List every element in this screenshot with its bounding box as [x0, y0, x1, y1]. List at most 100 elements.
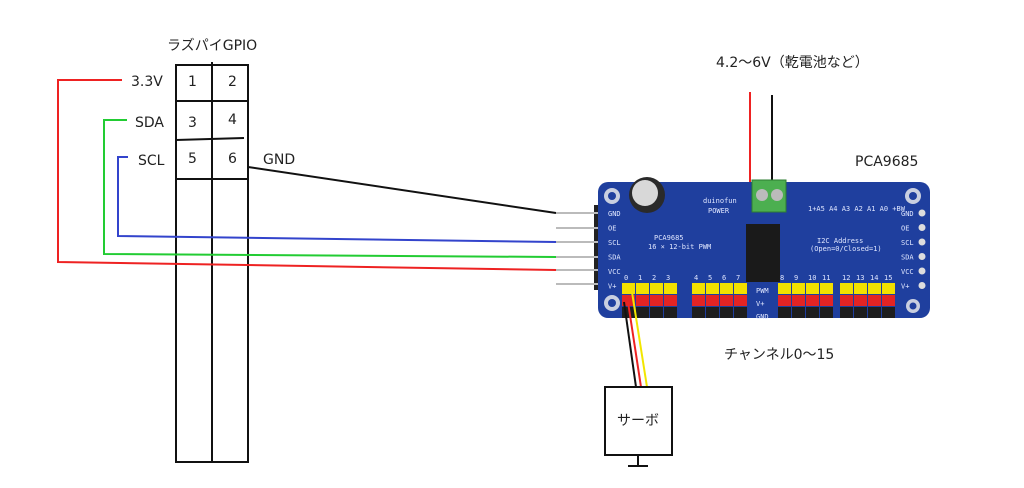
- gpio-pin-1: 1: [188, 74, 197, 90]
- servo-header-pin[interactable]: [882, 307, 895, 318]
- right-pin-hole: [918, 253, 926, 260]
- channel-number: 2: [652, 274, 656, 282]
- channel-number: 0: [624, 274, 628, 282]
- servo-header-pin[interactable]: [692, 295, 705, 306]
- right-pin-hole: [918, 267, 926, 275]
- pca9685-chip: [746, 224, 780, 282]
- left-pin-label: VCC: [608, 268, 621, 276]
- pwm-desc-silkscreen: 16 × 12-bit PWM: [648, 243, 711, 251]
- servo-header-pin[interactable]: [820, 295, 833, 306]
- servo-header-pin[interactable]: [706, 283, 719, 294]
- gpio-title: ラズパイGPIO: [167, 38, 257, 54]
- right-pin-hole: [918, 238, 926, 246]
- servo-header-pin[interactable]: [636, 283, 649, 294]
- row-label: GND: [756, 313, 769, 321]
- left-pin-label: OE: [608, 225, 616, 233]
- servo-header-pin[interactable]: [664, 283, 677, 294]
- servo-header-pin[interactable]: [882, 283, 895, 294]
- channel-number: 3: [666, 274, 670, 282]
- servo-header-pin[interactable]: [720, 283, 733, 294]
- power-silkscreen: POWER: [708, 207, 730, 215]
- servo-header-pin[interactable]: [840, 295, 853, 306]
- servo-wire-black: [623, 301, 637, 388]
- servo-wire-red: [627, 301, 642, 388]
- wire-gnd: [247, 166, 557, 214]
- servo-header-pin[interactable]: [840, 283, 853, 294]
- servo-header-pin[interactable]: [820, 307, 833, 318]
- board-name-label: PCA9685: [855, 154, 918, 170]
- servo-header-pin[interactable]: [792, 283, 805, 294]
- right-pin-label: SCL: [901, 239, 914, 247]
- gpio-pin-4: 4: [228, 112, 237, 128]
- servo-header-pin[interactable]: [650, 295, 663, 306]
- servo-header-pin[interactable]: [882, 295, 895, 306]
- servo-header-pin[interactable]: [650, 307, 663, 318]
- left-pin-label: SDA: [608, 254, 621, 262]
- servo-header-pin[interactable]: [840, 307, 853, 318]
- servo-header-pin[interactable]: [636, 307, 649, 318]
- channel-label: チャンネル0～15: [724, 347, 834, 363]
- servo-header-pin[interactable]: [720, 307, 733, 318]
- servo-header-pin[interactable]: [734, 283, 747, 294]
- chip-silkscreen: PCA9685: [654, 234, 684, 242]
- channel-number: 13: [856, 274, 864, 282]
- row-label: PWM: [756, 287, 769, 295]
- servo-header-pin[interactable]: [778, 295, 791, 306]
- servo-header-pin[interactable]: [720, 295, 733, 306]
- servo-header-pin[interactable]: [692, 283, 705, 294]
- channel-number: 7: [736, 274, 740, 282]
- servo-header-pin[interactable]: [792, 307, 805, 318]
- servo-header-pin[interactable]: [664, 307, 677, 318]
- servo-header-pin[interactable]: [650, 283, 663, 294]
- servo-header-pin[interactable]: [622, 307, 635, 318]
- right-pin-label: GND: [901, 210, 914, 218]
- brand-silkscreen: duinofun: [703, 197, 737, 205]
- channel-number: 6: [722, 274, 726, 282]
- servo-header-pin[interactable]: [622, 283, 635, 294]
- channel-number: 12: [842, 274, 850, 282]
- left-pin-label: SCL: [608, 239, 621, 247]
- servo-header-pin[interactable]: [734, 295, 747, 306]
- servo-header-pin[interactable]: [664, 295, 677, 306]
- gpio-pin-2: 2: [228, 74, 237, 90]
- left-pin-label: GND: [608, 210, 621, 218]
- right-pin-label: V+: [901, 283, 909, 291]
- servo-header-pin[interactable]: [854, 295, 867, 306]
- wire-vcc: [57, 79, 557, 271]
- servo-header-pin[interactable]: [806, 283, 819, 294]
- gpio-pin-3: 3: [188, 115, 197, 131]
- servo-header-pin[interactable]: [820, 283, 833, 294]
- servo-wire-yellow: [631, 291, 648, 388]
- servo-header-pin[interactable]: [868, 307, 881, 318]
- right-pin-label: OE: [901, 225, 909, 233]
- servo-header-pin[interactable]: [706, 307, 719, 318]
- wire-scl: [117, 156, 557, 243]
- servo-header-pin[interactable]: [706, 295, 719, 306]
- servo-header-pin[interactable]: [622, 295, 635, 306]
- servo-header-pin[interactable]: [854, 283, 867, 294]
- servo-header-pin[interactable]: [778, 283, 791, 294]
- right-pin-hole: [918, 224, 926, 231]
- channel-number: 4: [694, 274, 698, 282]
- label-gnd: GND: [263, 152, 295, 168]
- servo-header-pin[interactable]: [806, 295, 819, 306]
- label-sda: SDA: [135, 115, 164, 131]
- label-scl: SCL: [138, 153, 165, 169]
- servo-header-pin[interactable]: [778, 307, 791, 318]
- ground-symbol: [628, 455, 648, 467]
- servo-header-pin[interactable]: [792, 295, 805, 306]
- servo-header-pin[interactable]: [854, 307, 867, 318]
- label-3v3: 3.3V: [131, 74, 163, 90]
- wire-sda: [103, 119, 557, 258]
- servo-header-pin[interactable]: [868, 283, 881, 294]
- gpio-pin-6: 6: [228, 151, 237, 167]
- servo-header-pin[interactable]: [806, 307, 819, 318]
- servo-header-pin[interactable]: [692, 307, 705, 318]
- i2c-silkscreen: I2C Address: [817, 237, 863, 245]
- pca9685-board: duinofun POWER PCA9685 16 × 12-bit PWM 1…: [598, 177, 930, 321]
- channel-number: 15: [884, 274, 892, 282]
- servo-header-pin[interactable]: [734, 307, 747, 318]
- servo-header-pin[interactable]: [868, 295, 881, 306]
- servo-header-pin[interactable]: [636, 295, 649, 306]
